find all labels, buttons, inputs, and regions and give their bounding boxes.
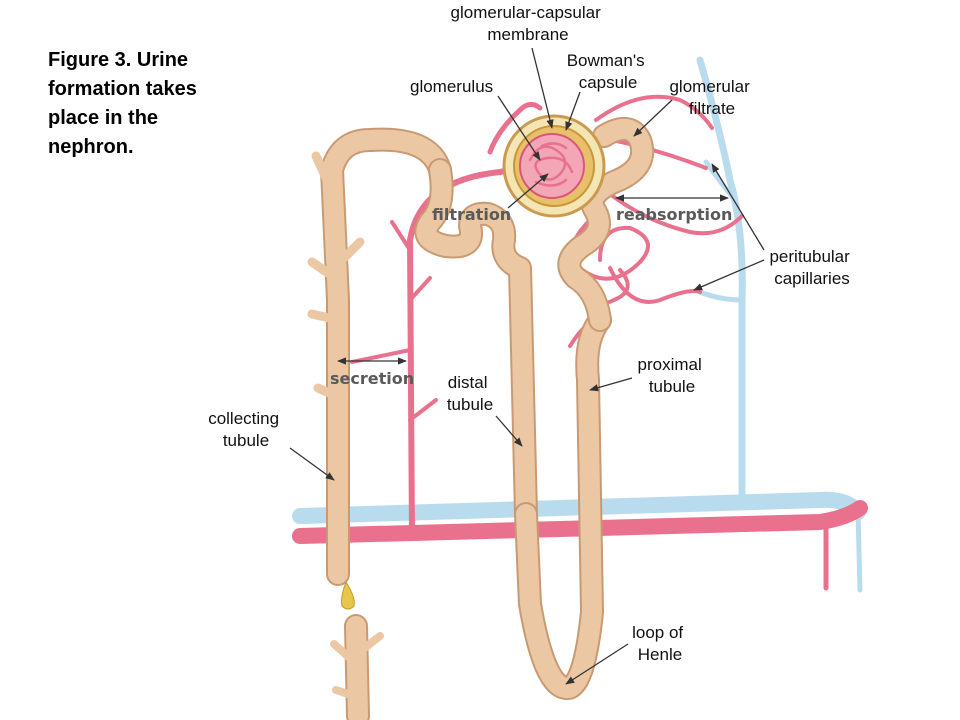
- peritubular-leader-upper: [711, 163, 765, 251]
- distal-tubule: [414, 158, 538, 526]
- peritubular-leader-lower: [693, 259, 765, 291]
- proximal-tubule: [557, 117, 655, 332]
- filtration-label: filtration: [432, 205, 511, 224]
- collecting-leader: [289, 447, 335, 481]
- membrane-leader: [531, 47, 554, 129]
- glomerulus-label: glomerulus: [410, 77, 493, 96]
- peritubular-capillaries-label: peritubular capillaries: [769, 247, 854, 288]
- filtrate-leader: [633, 99, 673, 137]
- collecting-tubule-label: collecting tubule: [208, 409, 284, 450]
- proximal-leader: [589, 377, 633, 392]
- loop-of-henle-label: loop of Henle: [632, 623, 688, 664]
- secretion-label: secretion: [330, 369, 414, 388]
- reabsorption-label: reabsorption: [616, 205, 732, 224]
- distal-tubule-label: distal tubule: [447, 373, 493, 414]
- figure-caption: Figure 3. Urine formation takes place in…: [48, 49, 197, 158]
- proximal-tubule-label: proximal tubule: [638, 355, 707, 396]
- filtration-leader: [507, 173, 549, 209]
- distal-leader: [495, 415, 523, 447]
- collecting-tubule: [307, 127, 452, 720]
- loop-leader: [565, 643, 629, 685]
- bowmans-capsule-label: Bowman's capsule: [567, 51, 650, 92]
- bowmans-leader: [565, 91, 581, 131]
- glomerular-filtrate-label: glomerular filtrate: [669, 77, 754, 118]
- glomerulus-leader: [497, 95, 541, 161]
- membrane-label: glomerular-capsular membrane: [451, 3, 606, 44]
- loop-of-henle: [514, 308, 612, 700]
